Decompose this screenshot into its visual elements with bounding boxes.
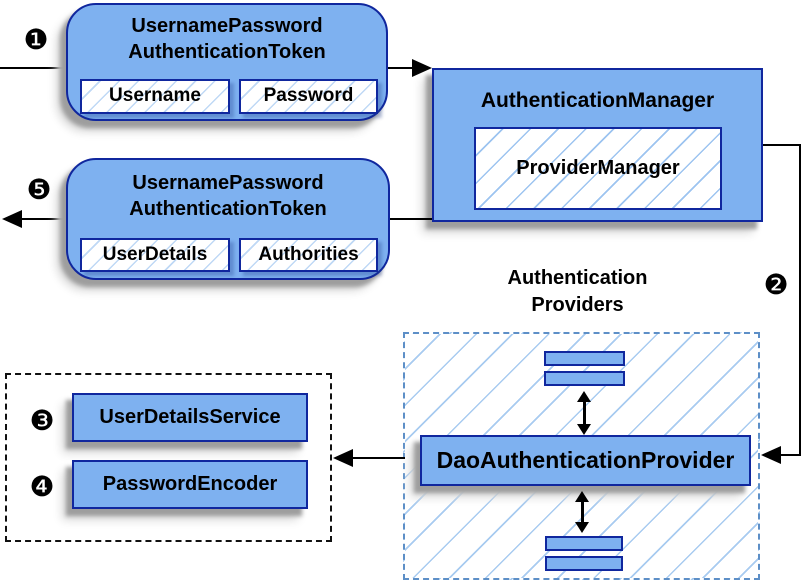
password-encoder-node: PasswordEncoder — [72, 460, 308, 509]
step-1-marker: ❶ — [23, 23, 49, 56]
collaborators-container — [5, 373, 332, 542]
authentication-providers-label: Authentication Providers — [455, 265, 700, 319]
double-arrow-vertical-icon — [575, 491, 589, 533]
arrowhead-down-icon — [577, 424, 591, 435]
providers-label-line1: Authentication — [507, 267, 648, 289]
arrow-shaft — [582, 402, 586, 424]
provider-manager-box: ProviderManager — [474, 127, 722, 210]
dao-authentication-provider-node: DaoAuthenticationProvider — [420, 435, 751, 486]
arrowhead-left-icon — [333, 449, 353, 467]
step-4-marker: ❹ — [29, 470, 55, 503]
manager-to-result-line — [390, 218, 432, 220]
provider-placeholder-bar — [545, 536, 623, 551]
authentication-manager-node: AuthenticationManager ProviderManager — [432, 68, 763, 222]
userdetails-field: UserDetails — [80, 238, 230, 272]
result-token-title-line2: AuthenticationToken — [129, 198, 327, 220]
arrowhead-left-icon — [2, 210, 22, 228]
provider-placeholder-bar — [545, 556, 623, 571]
request-to-manager-line — [388, 67, 414, 69]
request-token-title-line2: AuthenticationToken — [128, 41, 326, 63]
result-token-title-line1: UsernamePassword — [132, 172, 324, 194]
request-token-title-line1: UsernamePassword — [131, 15, 323, 37]
result-outgoing-line — [22, 218, 66, 220]
arrowhead-down-icon — [575, 522, 589, 533]
password-field: Password — [239, 79, 378, 114]
double-arrow-vertical-icon — [577, 391, 591, 435]
request-token-node: UsernamePassword AuthenticationToken Use… — [66, 3, 388, 121]
user-details-service-node: UserDetailsService — [72, 393, 308, 442]
arrowhead-up-icon — [577, 391, 591, 402]
providers-label-line2: Providers — [531, 294, 624, 316]
authentication-manager-title: AuthenticationManager — [480, 89, 715, 112]
providers-container: DaoAuthenticationProvider — [403, 332, 760, 580]
arrowhead-left-icon — [761, 446, 781, 464]
manager-to-provider-line-vertical — [799, 144, 801, 456]
arrowhead-right-icon — [412, 59, 432, 77]
result-token-node: UsernamePassword AuthenticationToken Use… — [66, 158, 390, 280]
step-3-marker: ❸ — [29, 404, 55, 437]
provider-placeholder-bar — [544, 371, 625, 386]
username-field: Username — [80, 79, 230, 114]
step-5-marker: ❺ — [26, 173, 52, 206]
step-2-marker: ❷ — [763, 268, 789, 301]
provider-to-collaborators-line — [352, 457, 405, 459]
manager-to-provider-line-top — [763, 144, 801, 146]
manager-to-provider-line-bottom — [780, 454, 801, 456]
arrow-shaft — [580, 502, 584, 522]
request-connector-line — [0, 67, 66, 69]
arrowhead-up-icon — [575, 491, 589, 502]
provider-placeholder-bar — [544, 351, 625, 366]
authorities-field: Authorities — [239, 238, 378, 272]
